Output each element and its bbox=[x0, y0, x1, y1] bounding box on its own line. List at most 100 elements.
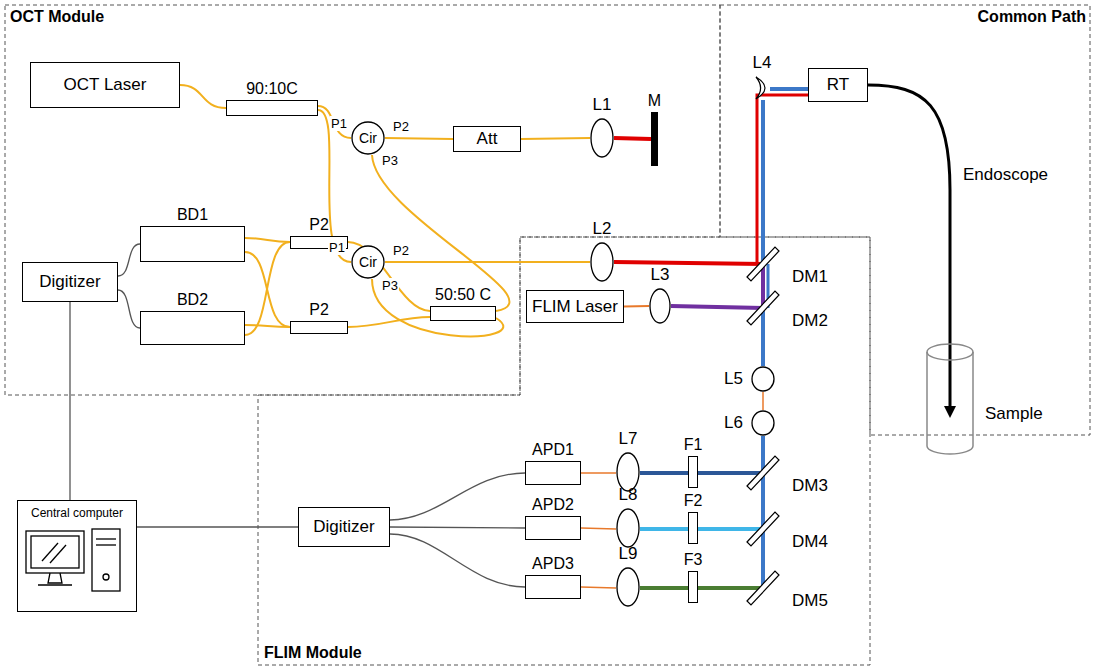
node-label: L6 bbox=[724, 413, 743, 433]
lens-outline bbox=[617, 568, 639, 606]
connector bbox=[671, 306, 763, 308]
sample-tube-side bbox=[926, 352, 928, 446]
connector bbox=[372, 279, 503, 336]
mirror-outline bbox=[747, 512, 779, 546]
monitor-stand bbox=[48, 573, 62, 583]
node-outline bbox=[649, 288, 671, 324]
process-box: RT bbox=[808, 68, 868, 102]
node-label: DM5 bbox=[792, 591, 828, 611]
connector bbox=[318, 106, 351, 138]
node-outline bbox=[590, 242, 614, 282]
node-label: OCT Laser bbox=[64, 75, 147, 95]
node-label: M bbox=[648, 92, 661, 110]
connector bbox=[624, 305, 649, 308]
lens-outline bbox=[591, 119, 613, 157]
node-outline bbox=[590, 118, 614, 158]
node-outline bbox=[754, 76, 770, 100]
mirror-outline bbox=[747, 247, 779, 281]
node-label: Digitizer bbox=[39, 272, 100, 292]
node-label: L8 bbox=[619, 485, 638, 505]
node-label: DM2 bbox=[792, 311, 828, 331]
lens-outline bbox=[617, 509, 639, 547]
connector bbox=[118, 290, 140, 328]
process-box: FLIM Laser bbox=[526, 290, 624, 323]
lens-symbol: L8 bbox=[616, 508, 640, 548]
connector bbox=[69, 302, 70, 500]
component-box: M bbox=[651, 112, 658, 166]
node-outline bbox=[616, 508, 640, 548]
circulator-outline bbox=[352, 122, 384, 154]
connector bbox=[521, 138, 590, 139]
pc-tower bbox=[92, 529, 120, 591]
node-label: P2 bbox=[309, 216, 329, 234]
connector bbox=[640, 527, 688, 531]
connector bbox=[761, 473, 765, 529]
monitor bbox=[26, 531, 84, 573]
module-title: Common Path bbox=[978, 8, 1086, 26]
node-label: L2 bbox=[593, 219, 612, 239]
connector bbox=[581, 528, 616, 529]
component-box: BD1 bbox=[140, 226, 245, 262]
connector bbox=[390, 534, 525, 587]
component-box: 90:10C bbox=[226, 100, 318, 116]
connector bbox=[581, 472, 616, 474]
drive-slot bbox=[96, 544, 116, 545]
node-outline bbox=[746, 455, 780, 491]
port-label: P2 bbox=[392, 119, 410, 134]
component-box: APD2 bbox=[525, 516, 581, 540]
process-box: Att bbox=[453, 126, 521, 152]
module-title: FLIM Module bbox=[264, 644, 362, 662]
circulator-circle: Cir bbox=[351, 245, 385, 279]
circulator-circle: Cir bbox=[351, 121, 385, 155]
endoscope-tip bbox=[944, 406, 956, 418]
connector bbox=[581, 587, 616, 588]
node-label: P2 bbox=[309, 301, 329, 319]
node-label: F3 bbox=[684, 551, 703, 569]
connector bbox=[761, 100, 765, 264]
node-label: L4 bbox=[753, 53, 772, 73]
module-title: OCT Module bbox=[10, 8, 104, 26]
dichroic-mirror: DM1 bbox=[746, 246, 780, 282]
component-box: F1 bbox=[688, 456, 698, 488]
node-label: Cir bbox=[359, 254, 377, 270]
power-button bbox=[103, 574, 109, 580]
connector bbox=[614, 138, 651, 139]
node-label: Digitizer bbox=[313, 517, 374, 537]
common-path-region bbox=[720, 5, 1090, 435]
connector bbox=[698, 586, 763, 590]
port-label: Endoscope bbox=[962, 165, 1049, 185]
connector bbox=[180, 85, 226, 108]
dichroic-mirror: DM3 bbox=[746, 455, 780, 491]
connector bbox=[245, 325, 290, 327]
mirror-outline bbox=[747, 456, 779, 490]
computer-box: Central computer bbox=[17, 500, 137, 612]
lens-symbol: L6 bbox=[751, 410, 775, 436]
connector bbox=[698, 471, 763, 475]
connector bbox=[385, 138, 453, 139]
port-label: P3 bbox=[381, 278, 399, 293]
lens-symbol: L1 bbox=[590, 118, 614, 158]
node-label: Cir bbox=[359, 130, 377, 146]
connector bbox=[372, 155, 509, 311]
connector bbox=[245, 252, 290, 327]
port-label: P1 bbox=[330, 116, 348, 131]
process-box: Digitizer bbox=[22, 262, 118, 302]
connector bbox=[348, 242, 430, 311]
component-box: P2 bbox=[290, 321, 348, 334]
node-outline bbox=[746, 511, 780, 547]
connector bbox=[245, 238, 290, 242]
connector bbox=[761, 529, 765, 588]
screen-glare bbox=[42, 543, 58, 561]
node-label: Central computer bbox=[18, 501, 136, 520]
node-label: BD1 bbox=[177, 206, 208, 224]
node-label: 90:10C bbox=[246, 80, 298, 98]
connector bbox=[245, 242, 290, 335]
connector bbox=[614, 262, 763, 264]
screen bbox=[31, 536, 79, 568]
sample-tube-rim bbox=[927, 344, 973, 360]
computer-icon bbox=[26, 529, 120, 591]
mirror-outline bbox=[747, 571, 779, 605]
node-label: L5 bbox=[724, 369, 743, 389]
connector bbox=[348, 317, 430, 327]
node-label: APD3 bbox=[532, 555, 574, 573]
